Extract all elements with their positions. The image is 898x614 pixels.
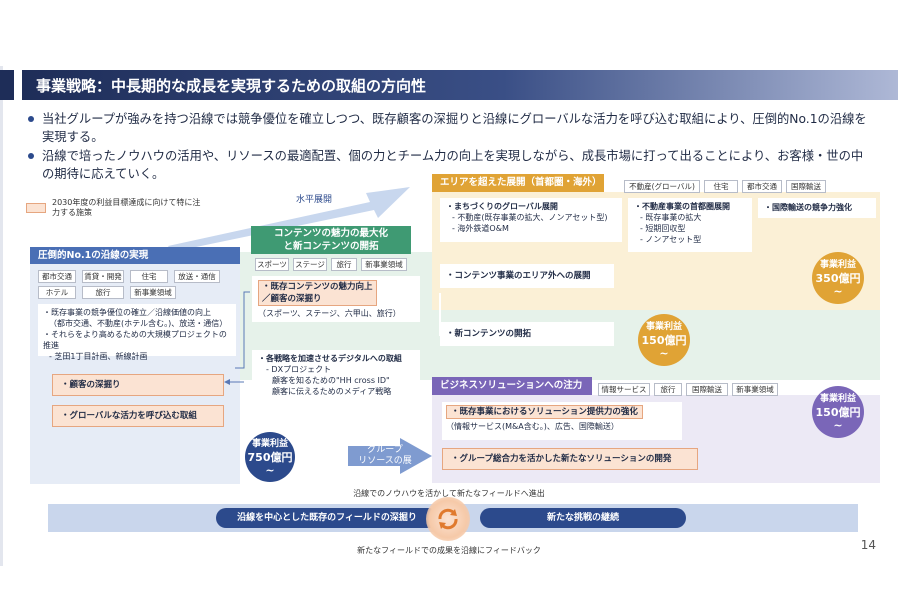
bullet-1-text: 当社グループが強みを持つ沿線では競争優位を確立しつつ、既存顧客の深掘りと沿線にグ… (42, 112, 867, 144)
connector-arrowhead (224, 379, 230, 385)
existing-field-pill: 沿線を中心とした既存のフィールドの深掘り (216, 508, 438, 528)
content-orange-line1: ・既存コンテンツの魅力向上 (262, 282, 373, 292)
new-content-box: ・新コンテンツの開拓 (440, 322, 614, 346)
content-profit-label: 事業利益 (645, 321, 682, 332)
horizontal-label: 水平展開 (296, 195, 333, 205)
group-label-1: グループ (367, 445, 403, 455)
bullet-1: 当社グループが強みを持つ沿線では競争優位を確立しつつ、既存顧客の深掘りと沿線にグ… (28, 110, 868, 146)
business-profit-label: 事業利益 (819, 393, 856, 404)
area-profit-circle: 事業利益 350億円~ (812, 252, 864, 304)
left-header: 圧倒的No.1の沿線の実現 (30, 247, 240, 264)
left-zone (30, 262, 240, 484)
area-profit-value: 350億円~ (815, 271, 861, 298)
tag-hotel: ホテル (38, 286, 76, 299)
tag-broadcasting: 放送・通信 (174, 270, 220, 283)
bullet-2-text: 沿線で培ったノウハウの活用や、リソースの最適配置、個の力とチーム力の向上を実現し… (42, 149, 864, 181)
content-header: コンテンツの魅力の最大化 と新コンテンツの開拓 (251, 226, 411, 254)
content-main-box: ・既存コンテンツの魅力向上 ／顧客の深掘り （スポーツ、ステージ、六甲山、旅行） (252, 276, 420, 322)
capital-line: ・不動産事業の首都圏展開 (634, 202, 730, 211)
left-profit-value: 750億円~ (247, 450, 293, 477)
area-profit-label: 事業利益 (819, 259, 856, 270)
group-solution-box: ・グループ総合力を活かした新たなソリューションの開発 (442, 448, 698, 470)
legend-swatch (26, 203, 46, 213)
left-profit-label: 事業利益 (251, 438, 288, 449)
tag-new-business: 新事業領域 (130, 286, 176, 299)
tag-info-service: 情報サービス (598, 383, 650, 396)
title-accent (0, 70, 14, 100)
capital-line: - 既存事業の拡大 (640, 213, 702, 222)
tag-travel: 旅行 (654, 383, 682, 396)
digital-line: 顧客に伝えるためのメディア戦略 (272, 387, 392, 396)
digital-line: 顧客を知るための"HH cross ID" (272, 376, 390, 385)
tag-intl-transport: 国際輸送 (786, 180, 826, 193)
new-challenge-pill: 新たな挑戦の継続 (480, 508, 686, 528)
global-line: - 不動産(既存事業の拡大、ノンアセット型) (452, 213, 608, 222)
bullet-dot-icon (28, 116, 34, 122)
solution-sub-line: （情報サービス(M&A含む。)、広告、国際輸送） (446, 422, 619, 431)
left-edge-line (0, 66, 3, 566)
tag-travel: 旅行 (82, 286, 124, 299)
capital-line: - 短期回収型 (640, 224, 686, 233)
content-profit-value: 150億円~ (641, 333, 687, 360)
digital-line: ・各戦略を加速させるデジタルへの取組 (258, 354, 402, 363)
content-outside-box: ・コンテンツ事業のエリア外への展開 (440, 264, 614, 288)
tag-global-realestate: 不動産(グローバル) (624, 180, 700, 193)
group-resource-arrow (348, 438, 432, 474)
bullet-dot-icon (28, 153, 34, 159)
area-header: エリアを超えた展開（首都圏・海外） (432, 174, 604, 192)
capital-realestate-box: ・不動産事業の首都圏展開 - 既存事業の拡大 - 短期回収型 - ノンアセット型 (628, 198, 752, 252)
left-box-line: ・既存事業の競争優位の確立／沿線価値の向上 (43, 308, 211, 317)
content-header-line1: コンテンツの魅力の最大化 (273, 228, 388, 239)
tag-new-business: 新事業領域 (732, 383, 778, 396)
tag-stage: ステージ (293, 258, 327, 271)
business-header: ビジネスソリューションへの注力 (432, 377, 592, 395)
content-header-line2: と新コンテンツの開拓 (283, 241, 379, 252)
bottom-top-caption: 沿線でのノウハウを活かして新たなフィールドへ進出 (353, 489, 545, 498)
tag-intl-transport: 国際輸送 (686, 383, 728, 396)
tag-new-business: 新事業領域 (361, 258, 407, 271)
horizontal-expansion-arrow (168, 187, 410, 252)
business-profit-value: 150億円~ (815, 405, 861, 432)
solution-orange: ・既存事業におけるソリューション提供力の強化 (446, 405, 643, 419)
tag-sports: スポーツ (255, 258, 289, 271)
tag-urban-transport: 都市交通 (38, 270, 76, 283)
solution-box: ・既存事業におけるソリューション提供力の強化 （情報サービス(M&A含む。)、広… (442, 402, 682, 440)
content-orange-box: ・既存コンテンツの魅力向上 ／顧客の深掘り (258, 280, 377, 306)
customer-deepening-box: ・顧客の深掘り (52, 374, 224, 396)
left-box-line: - 芝田1丁目計画、新線計画 (49, 352, 148, 361)
page-number: 14 (860, 538, 876, 552)
global-vitality-box: ・グローバルな活力を呼び込む取組 (52, 405, 224, 427)
digital-line: - DXプロジェクト (266, 365, 332, 374)
digital-box: ・各戦略を加速させるデジタルへの取組 - DXプロジェクト 顧客を知るための"H… (252, 350, 420, 402)
content-orange-line2: ／顧客の深掘り (262, 294, 322, 304)
group-label-2: リソースの展開 (358, 456, 412, 477)
legend-text: 2030年度の利益目標達成に向けて特に注力する施策 (52, 198, 201, 217)
content-sub-line: （スポーツ、ステージ、六甲山、旅行） (258, 309, 401, 318)
tag-travel: 旅行 (331, 258, 357, 271)
connector-line-1 (235, 291, 250, 369)
global-line: - 海外鉄道O&M (452, 224, 509, 233)
cycle-icon (426, 497, 470, 541)
group-resource-label: グループ リソースの展開 (355, 445, 415, 478)
left-box-line: （都市交通、不動産(ホテル含む。)、放送・通信） (49, 319, 228, 328)
tag-urban-transport: 都市交通 (742, 180, 782, 193)
page-title: 事業戦略：中長期的な成長を実現するための取組の方向性 (36, 77, 427, 95)
left-profit-circle: 事業利益 750億円~ (245, 432, 295, 482)
tag-leasing: 賃貸・開発 (82, 270, 124, 283)
left-main-box: ・既存事業の競争優位の確立／沿線価値の向上 （都市交通、不動産(ホテル含む。)、… (38, 304, 236, 361)
title-bar (22, 70, 898, 100)
left-box-line: ・それらをより高めるための大規模プロジェクトの推進 (43, 330, 227, 350)
tag-housing: 住宅 (130, 270, 168, 283)
business-profit-circle: 事業利益 150億円~ (812, 386, 864, 438)
capital-line: - ノンアセット型 (640, 235, 702, 244)
content-profit-circle: 事業利益 150億円~ (638, 314, 690, 366)
global-town-box: ・まちづくりのグローバル展開 - 不動産(既存事業の拡大、ノンアセット型) - … (440, 198, 622, 242)
tag-housing: 住宅 (704, 180, 738, 193)
intl-transport-box: ・国際輸送の競争力強化 (758, 198, 876, 218)
bullet-2: 沿線で培ったノウハウの活用や、リソースの最適配置、個の力とチーム力の向上を実現し… (28, 147, 868, 183)
bottom-bottom-caption: 新たなフィールドでの成果を沿線にフィードバック (357, 546, 541, 555)
global-line: ・まちづくりのグローバル展開 (446, 202, 558, 211)
